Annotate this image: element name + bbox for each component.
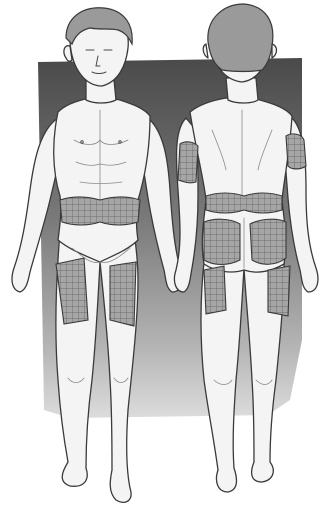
- site-back-left-buttock: [204, 219, 240, 264]
- site-back-right-thigh: [268, 266, 290, 316]
- site-back-left-upper-arm: [178, 142, 198, 183]
- site-front-abdomen: [60, 197, 140, 225]
- site-front-right-thigh: [110, 262, 136, 326]
- site-back-left-thigh: [204, 266, 226, 314]
- site-back-lower-back: [206, 193, 282, 213]
- site-back-right-buttock: [250, 219, 286, 264]
- site-back-right-upper-arm: [286, 134, 306, 169]
